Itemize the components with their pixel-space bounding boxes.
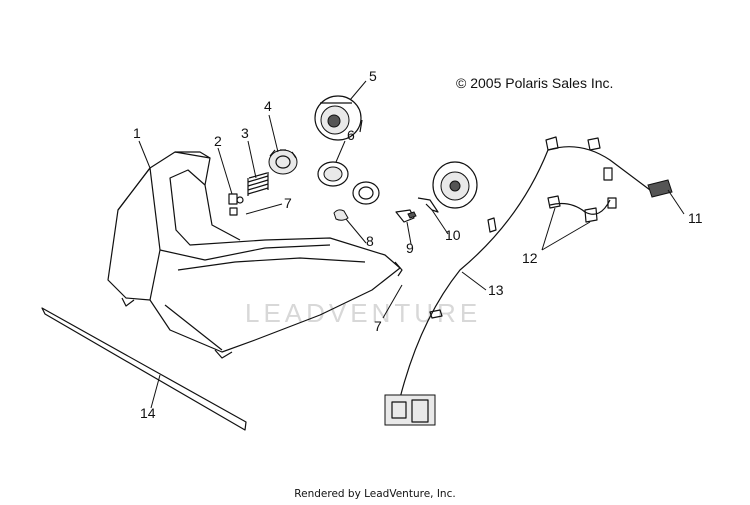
wiring-harness: [384, 136, 651, 426]
copyright-notice: © 2005 Polaris Sales Inc.: [456, 75, 614, 91]
clip-set: [228, 193, 244, 216]
callout-1: 1: [133, 125, 141, 141]
callout-12: 12: [522, 250, 538, 266]
socket-ring: [317, 161, 380, 205]
callout-2: 2: [214, 133, 222, 149]
headlight-housing: [107, 151, 403, 359]
callout-5: 5: [369, 68, 377, 84]
callout-8: 8: [366, 233, 374, 249]
adjuster-spring: [247, 172, 269, 196]
headlight-bulb: [395, 209, 417, 223]
harness-connector: [647, 179, 673, 198]
lamp-reflector: [432, 161, 478, 209]
seal-strip: [41, 307, 247, 431]
bulb-cover-large: [314, 95, 363, 141]
leader-lines: [138, 80, 685, 409]
callout-4: 4: [264, 98, 272, 114]
sub-harness: [547, 195, 617, 223]
callout-14: 14: [140, 405, 156, 421]
callout-7b: 7: [374, 318, 382, 334]
watermark-text: LEADVENTURE: [245, 298, 481, 328]
callout-13: 13: [488, 282, 504, 298]
callout-10: 10: [445, 227, 461, 243]
callout-11: 11: [688, 210, 703, 226]
render-credit: Rendered by LeadVenture, Inc.: [294, 488, 456, 500]
bulb-small: [333, 209, 349, 221]
callout-3: 3: [241, 125, 249, 141]
bulb-retaining-clip: [417, 197, 439, 213]
callout-9: 9: [406, 240, 414, 256]
callout-6: 6: [347, 127, 355, 143]
callout-7a: 7: [284, 195, 292, 211]
adjuster-knob: [268, 149, 298, 175]
